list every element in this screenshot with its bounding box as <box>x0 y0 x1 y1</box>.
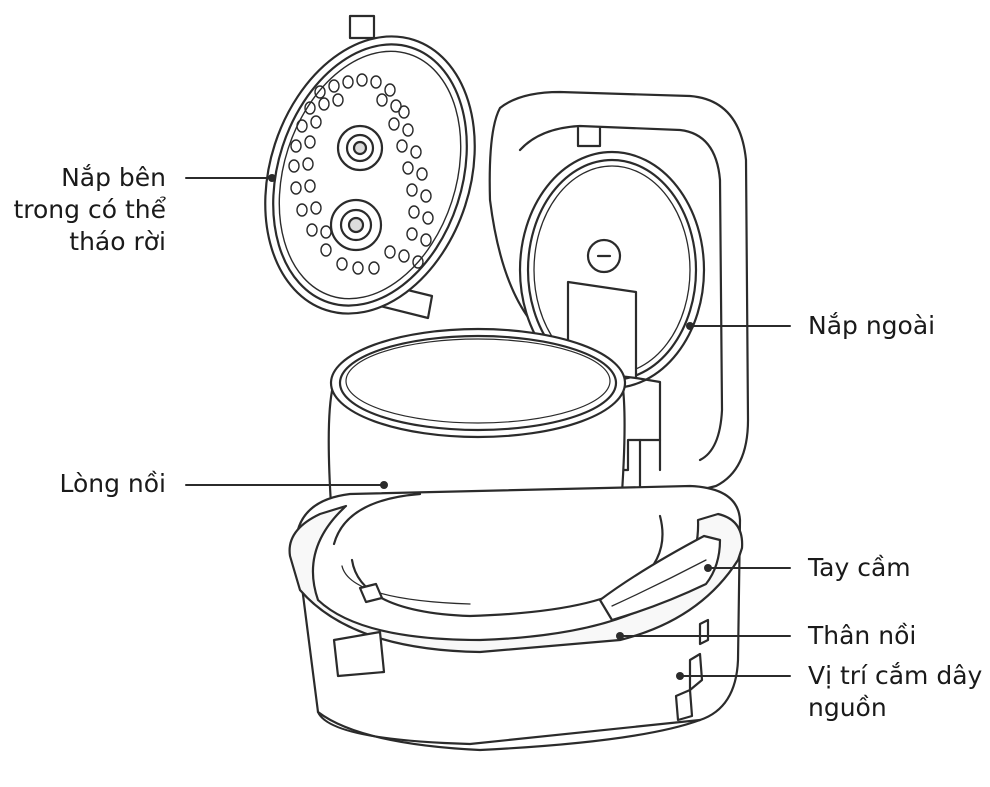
label-power-socket-line1: Vị trí cắm dây <box>808 660 982 692</box>
label-inner-lid-line3: tháo rời <box>13 226 166 258</box>
label-inner-lid-line1: Nắp bên <box>13 162 166 194</box>
label-power-socket-line2: nguồn <box>808 692 982 724</box>
label-body: Thân nồi <box>808 620 916 652</box>
label-outer-lid: Nắp ngoài <box>808 310 935 342</box>
label-inner-pot: Lòng nồi <box>59 468 166 500</box>
label-power-socket: Vị trí cắm dây nguồn <box>808 660 982 724</box>
label-inner-lid: Nắp bên trong có thể tháo rời <box>13 162 166 258</box>
cooker-body-drawing <box>290 486 743 750</box>
label-handle: Tay cầm <box>808 552 911 584</box>
label-inner-lid-line2: trong có thể <box>13 194 166 226</box>
